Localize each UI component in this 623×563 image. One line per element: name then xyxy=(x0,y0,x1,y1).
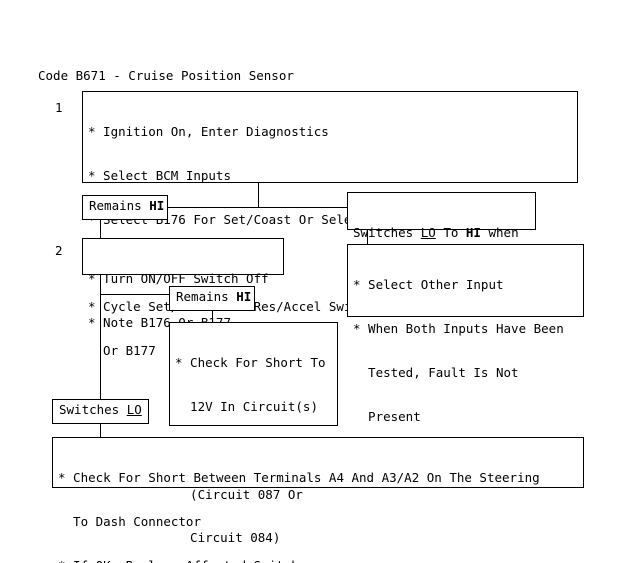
connector-remains-hi-1-down xyxy=(100,220,101,238)
remains-hi-1-emphasis: HI xyxy=(149,198,165,213)
box-check-short-12v: * Check For Short To 12V In Circuit(s) R… xyxy=(169,322,338,545)
box-fault-line-1: * Select Other Input xyxy=(353,277,504,293)
box-check-short-terminals-line-2: To Dash Connector xyxy=(58,513,201,529)
switches-lo-to-hi-hi: HI xyxy=(465,225,481,241)
remains-hi-2-prefix: Remains xyxy=(176,289,237,304)
box-check-short-terminals-line-1: * Check For Short Between Terminals A4 A… xyxy=(58,470,540,486)
box-check-short-12v-line-2: 12V In Circuit(s) xyxy=(175,398,318,414)
box-step1-line-6: Or B177 xyxy=(88,343,156,359)
box-fault-not-present: * Select Other Input * When Both Inputs … xyxy=(347,244,584,467)
box-check-short-terminals: * Check For Short Between Terminals A4 A… xyxy=(52,437,584,563)
switches-lo-emphasis: LO xyxy=(126,402,142,417)
box-step2-line-1: * Turn ON/OFF Switch Off xyxy=(88,271,269,287)
connector-to-remains-hi-2 xyxy=(100,294,170,295)
connector-step1-down xyxy=(258,183,259,207)
switches-lo-to-hi-b: To xyxy=(435,225,466,241)
box-remains-hi-2: Remains HI xyxy=(169,286,255,311)
connector-bus-row2 xyxy=(167,207,348,208)
connector-remains-hi-2-down xyxy=(212,311,213,322)
box-step1: * Ignition On, Enter Diagnostics * Selec… xyxy=(82,91,578,358)
box-check-short-terminals-line-3: * If OK, Replace Affected Switch xyxy=(58,558,579,563)
box-step1-line-2: * Select BCM Inputs xyxy=(88,167,231,183)
box-check-short-12v-line-1: * Check For Short To xyxy=(175,355,326,371)
box-fault-line-3: Tested, Fault Is Not xyxy=(353,364,519,380)
box-switches-lo-to-hi: Switches LO To HI when Pressed xyxy=(347,192,536,284)
box-fault-line-2: * When Both Inputs Have Been xyxy=(353,320,564,336)
switches-lo-to-hi-lo: LO xyxy=(420,225,436,241)
switches-lo-to-hi-a: Switches xyxy=(353,225,421,241)
connector-switches-lo-down xyxy=(100,424,101,437)
switches-lo-prefix: Switches xyxy=(59,402,127,417)
page-title: Code B671 - Cruise Position Sensor xyxy=(38,68,294,83)
remains-hi-1-prefix: Remains xyxy=(89,198,150,213)
box-step2: * Turn ON/OFF Switch Off * Note B176 Or … xyxy=(82,238,284,330)
box-fault-line-4: Present xyxy=(353,408,421,424)
step-number-1: 1 xyxy=(55,100,63,115)
remains-hi-2-emphasis: HI xyxy=(236,289,252,304)
step-number-2: 2 xyxy=(55,243,63,258)
connector-switches-lo-to-hi-down xyxy=(367,230,368,244)
box-check-short-12v-line-4: (Circuit 087 Or xyxy=(175,486,303,502)
box-remains-hi-1: Remains HI xyxy=(82,195,168,220)
switches-lo-to-hi-c: when xyxy=(480,225,519,241)
box-check-short-12v-line-5: Circuit 084) xyxy=(175,530,281,546)
connector-step2-down xyxy=(100,275,101,399)
box-step1-line-1: * Ignition On, Enter Diagnostics xyxy=(88,124,329,140)
box-switches-lo: Switches LO xyxy=(52,399,149,424)
